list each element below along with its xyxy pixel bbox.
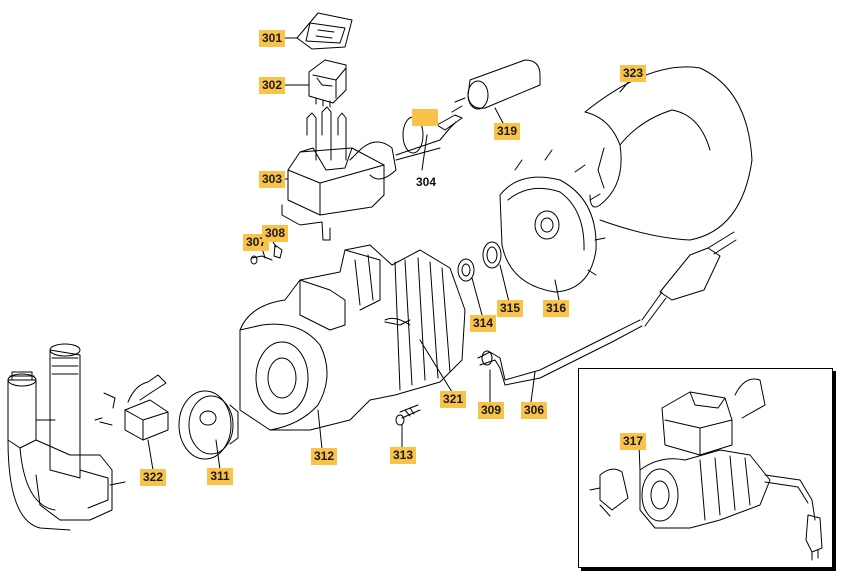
label-304: 304: [416, 175, 437, 189]
callout-317: 317: [620, 433, 646, 450]
callout-314: 314: [470, 315, 496, 332]
power-cable-part: [478, 232, 736, 385]
pressure-switch-part: [100, 375, 168, 440]
motor-body-part: [240, 245, 465, 430]
callout-321: 321: [440, 391, 466, 408]
inset-assembly-drawing: [590, 379, 822, 560]
callout-316: 316: [543, 300, 569, 317]
callout-312: 312: [311, 448, 337, 465]
leader-lines: [148, 38, 640, 470]
callout-302: 302: [259, 77, 285, 94]
callout-315: 315: [497, 300, 523, 317]
screw-313-part: [396, 405, 420, 425]
cooling-fan-part: [500, 150, 605, 292]
rocker-switch-part: [309, 60, 346, 107]
clip-308-part: [274, 245, 282, 258]
seal-ring-part: [458, 259, 474, 281]
inset-assembled-view: [578, 368, 833, 568]
end-shield-part: [179, 391, 238, 459]
motor-hood-part: [585, 67, 752, 240]
pump-head-part: [8, 344, 125, 530]
washer-part: [483, 242, 501, 268]
capacitor-plug-part: [422, 115, 462, 170]
callout-323: 323: [620, 65, 646, 82]
callout-blank: [412, 109, 438, 126]
callout-322: 322: [140, 469, 166, 486]
switch-cover-part: [297, 13, 352, 49]
callout-313: 313: [390, 447, 416, 464]
callout-311: 311: [207, 468, 233, 485]
capacitor-part: [452, 60, 540, 112]
callout-308: 308: [262, 225, 288, 242]
callout-301: 301: [259, 30, 285, 47]
screw-307-part: [251, 256, 272, 264]
callout-306: 306: [521, 402, 547, 419]
callout-303: 303: [259, 171, 285, 188]
callout-309: 309: [478, 402, 504, 419]
callout-319: 319: [494, 123, 520, 140]
switch-box-part: [282, 107, 456, 240]
rotor-part: [385, 320, 410, 325]
